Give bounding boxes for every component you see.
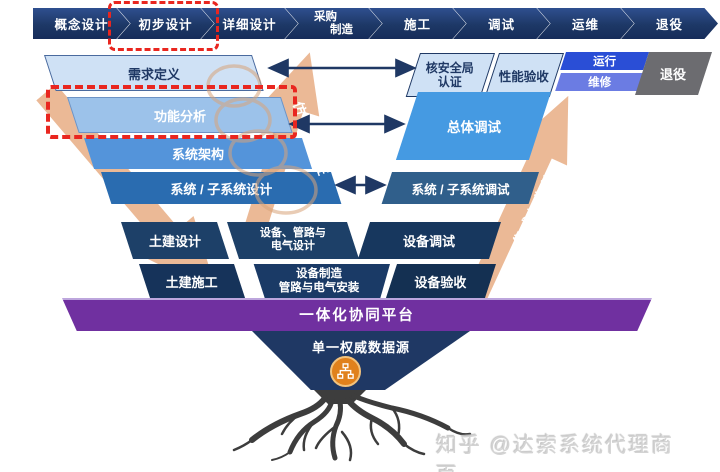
stage-equipment-acceptance: 设备验收 [385, 264, 496, 299]
stage-civil-design: 土建设计 [121, 222, 230, 259]
single-data-source-funnel: 单一权威数据源 [252, 331, 470, 390]
phase-construction: 施工 [369, 8, 466, 39]
stage-civil-design-label: 土建设计 [148, 234, 202, 249]
highlight-box-functional-analysis [46, 85, 297, 139]
stage-equipment-manufacturing-installation: 设备制造 管路与电气安装 [253, 264, 390, 299]
phase-concept-design: 概念设计 [33, 8, 130, 39]
stage-system-subsystem-commissioning: 系统 / 子系统调试 [381, 172, 539, 204]
stage-performance-acceptance-label: 性能验收 [499, 69, 550, 84]
stage-equipment-manufacturing-installation-label: 设备制造 管路与电气安装 [278, 267, 360, 294]
phase-detailed-design-label: 详细设计 [222, 18, 277, 32]
phase-preliminary-design-label: 初步设计 [138, 18, 193, 32]
stage-overall-commissioning: 总体调试 [395, 92, 551, 160]
stage-equipment-commissioning: 设备调试 [357, 222, 501, 259]
stage-system-architecture: 系统架构 [84, 138, 313, 169]
stage-equipment-piping-electrical-design: 设备、管路与 电气设计 [227, 222, 360, 259]
stage-system-subsystem-commissioning-label: 系统 / 子系统调试 [411, 182, 510, 197]
phase-operations-maintenance-label: 运维 [571, 18, 599, 32]
phase-operations-maintenance: 运维 [537, 8, 634, 39]
data-source-icon [330, 356, 361, 387]
highlight-box-preliminary-design [108, 1, 219, 51]
stage-maintenance-label: 维修 [588, 77, 612, 89]
phase-construction-label: 施工 [403, 18, 431, 32]
stage-decommissioning-block: 退役 [635, 52, 712, 95]
phase-procurement-manufacturing-label: 采购 制造 [314, 10, 353, 36]
phase-commissioning-label: 调试 [487, 18, 515, 32]
phase-procurement-manufacturing: 采购 制造 [285, 8, 382, 39]
stage-civil-construction: 土建施工 [139, 264, 246, 299]
phase-concept-design-label: 概念设计 [54, 18, 109, 32]
single-data-source-label: 单一权威数据源 [311, 340, 410, 355]
stage-system-architecture-label: 系统架构 [172, 147, 225, 162]
phase-preliminary-design: 初步设计 [117, 8, 214, 39]
stage-operation: 运行 [560, 52, 649, 70]
collaboration-platform-label: 一体化协同平台 [299, 308, 415, 324]
stage-operation-label: 运行 [593, 56, 617, 68]
phase-decommissioning-label: 退役 [655, 18, 683, 32]
stage-equipment-commissioning-label: 设备调试 [403, 234, 456, 249]
stage-equipment-acceptance-label: 设备验收 [414, 275, 467, 290]
stage-maintenance: 维修 [555, 73, 644, 91]
stage-equipment-piping-electrical-design-label: 设备、管路与 电气设计 [260, 227, 327, 253]
stage-nuclear-safety-certification-label: 核安全局 认证 [426, 60, 475, 89]
stage-system-subsystem-design-label: 系统 / 子系统设计 [170, 181, 273, 197]
stage-performance-acceptance: 性能验收 [484, 53, 564, 97]
stage-system-subsystem-design: 系统 / 子系统设计 [101, 172, 342, 204]
phase-commissioning: 调试 [453, 8, 550, 39]
stage-civil-construction-label: 土建施工 [166, 275, 219, 290]
stage-requirements-definition-label: 需求定义 [127, 66, 180, 82]
stage-overall-commissioning-label: 总体调试 [446, 120, 501, 135]
collaboration-platform-bar: 一体化协同平台 [62, 298, 652, 331]
watermark: 知乎 @达索系统代理商百... [436, 434, 675, 472]
stage-decommissioning-block-label: 退役 [660, 67, 687, 82]
phase-decommissioning: 退役 [621, 8, 718, 39]
stage-nuclear-safety-certification: 核安全局 认证 [405, 53, 495, 97]
